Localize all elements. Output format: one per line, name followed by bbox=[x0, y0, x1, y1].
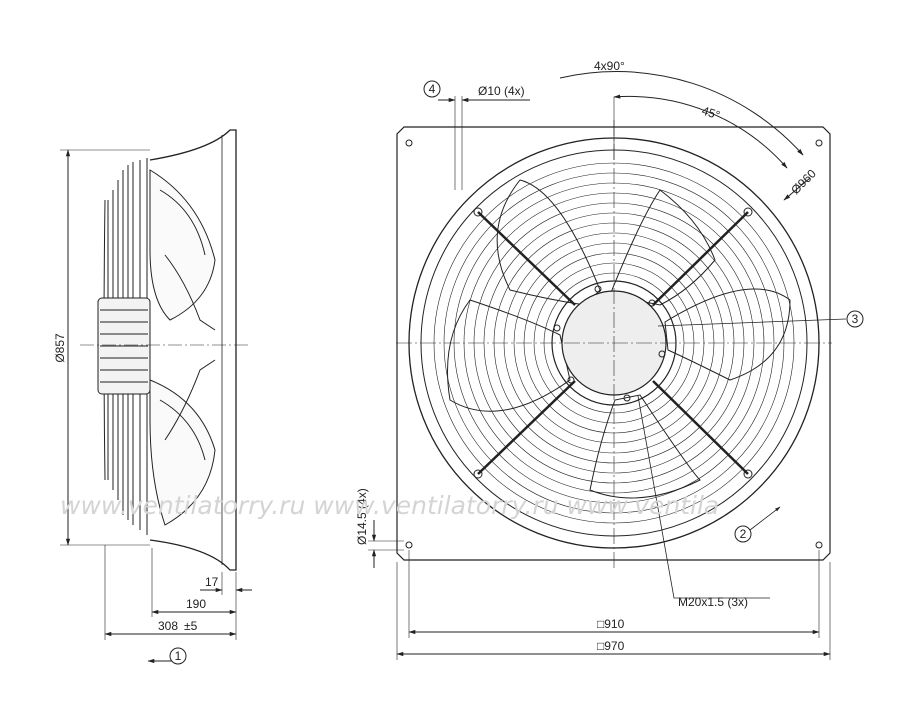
front-view bbox=[368, 71, 864, 660]
callout-4: 4 bbox=[429, 82, 436, 96]
mounting-holes bbox=[405, 139, 823, 549]
side-view bbox=[60, 129, 252, 665]
label-depth-190: 190 bbox=[186, 597, 206, 611]
thread-leader bbox=[637, 395, 770, 599]
callout-1: 1 bbox=[175, 649, 182, 663]
angle-arc-90 bbox=[559, 71, 804, 156]
callout-3: 3 bbox=[852, 312, 859, 326]
callout-4-circle bbox=[423, 80, 441, 98]
hub-bolts bbox=[553, 285, 666, 402]
callout-2: 2 bbox=[740, 527, 747, 541]
label-slot: Ø14.5 (4x) bbox=[355, 488, 369, 545]
callout-1-circle bbox=[169, 647, 187, 665]
mounting-plate bbox=[396, 126, 831, 561]
inlet-nozzle bbox=[149, 129, 237, 571]
label-outer-square: □970 bbox=[597, 639, 625, 653]
label-thread: M20x1.5 (3x) bbox=[678, 595, 748, 609]
label-depth-308: 308 bbox=[158, 619, 178, 633]
label-hole-dia: Ø10 (4x) bbox=[478, 84, 525, 98]
side-blades bbox=[149, 169, 216, 526]
label-fan-dia: Ø857 bbox=[53, 333, 67, 363]
label-angle-total: 4x90° bbox=[594, 59, 625, 73]
label-inner-square: □910 bbox=[597, 617, 625, 631]
label-depth-tol: ±5 bbox=[184, 619, 198, 633]
label-bolt-circle: Ø960 bbox=[788, 166, 819, 197]
label-angle-half: 45° bbox=[700, 104, 722, 123]
angle-arc-45 bbox=[613, 94, 788, 169]
label-flange-17: 17 bbox=[205, 575, 219, 589]
front-blades bbox=[447, 179, 791, 499]
callout-2-circle bbox=[734, 525, 752, 543]
watermark: www.ventilatorry.ru www.ventilatorry.ru … bbox=[60, 491, 719, 520]
callout-3-circle bbox=[846, 310, 864, 328]
guard-struts bbox=[477, 211, 749, 475]
